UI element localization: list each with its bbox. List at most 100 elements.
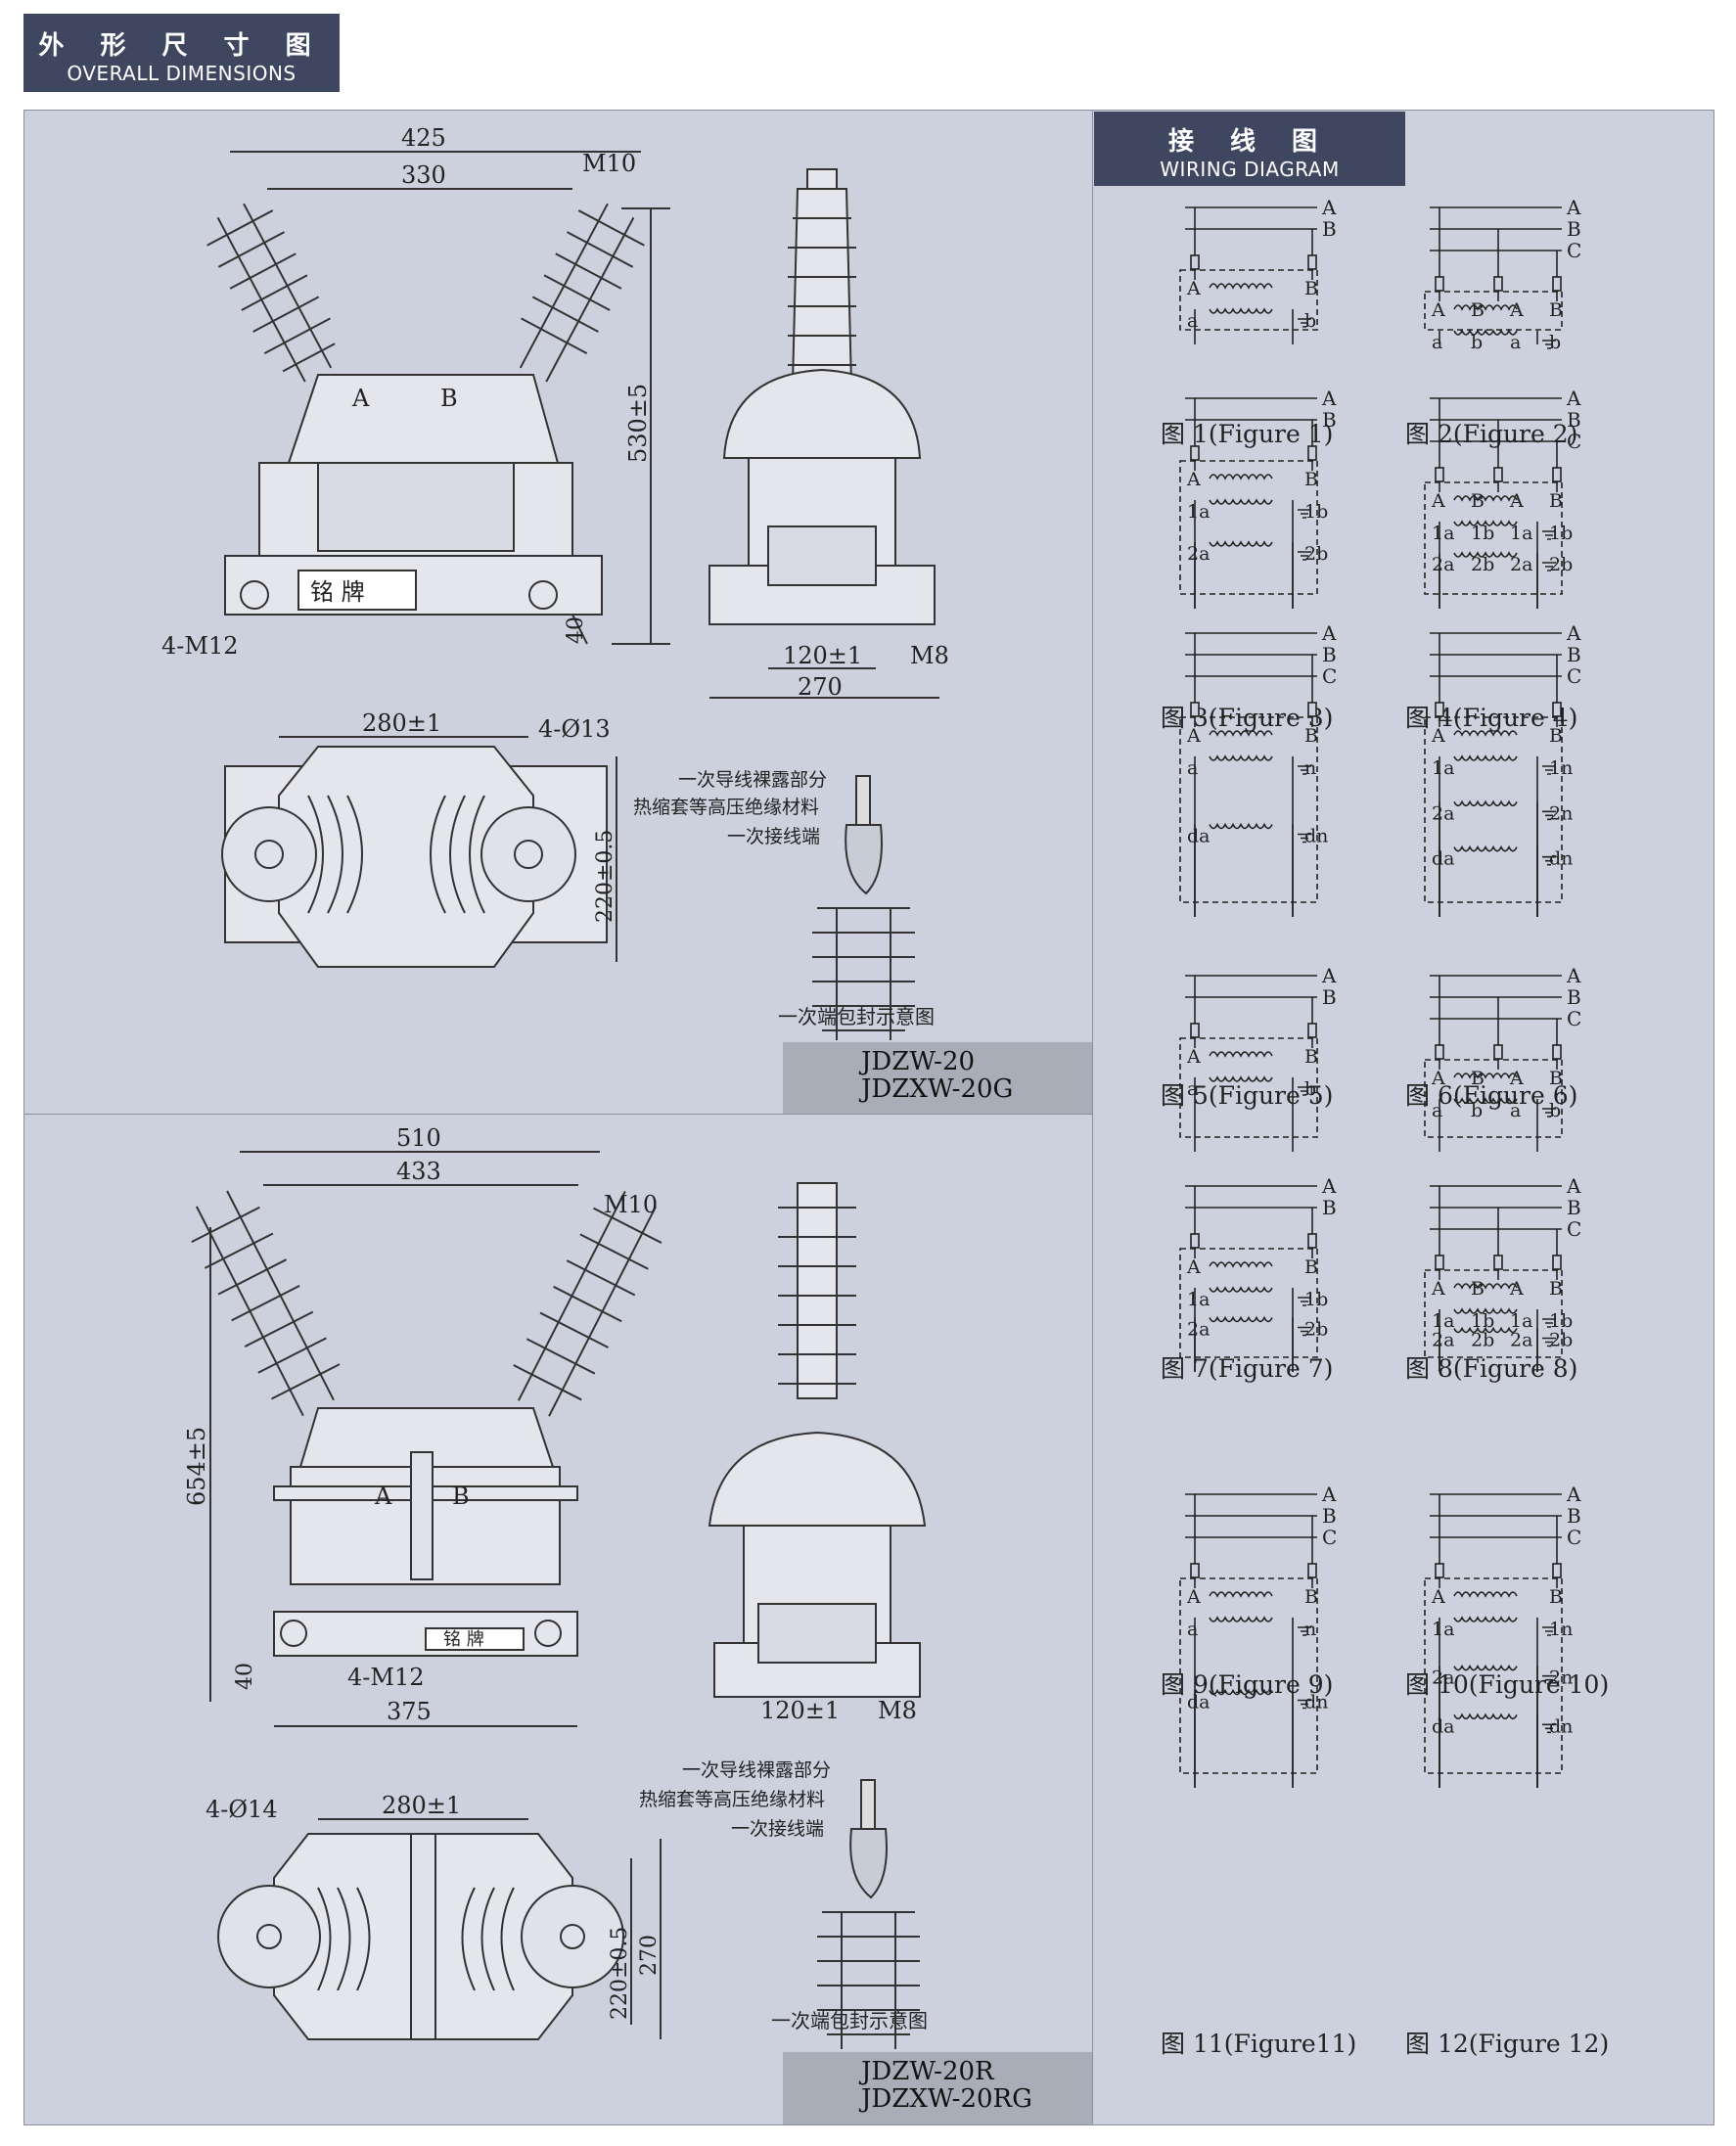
- unit1-drawing: 425 330 M10 530±5 A B 铭 牌 4-M12 40 120±1…: [161, 124, 949, 1040]
- u1-model-2: JDZXW-20G: [861, 1074, 1014, 1104]
- secondary-terminal-label: 1n: [1549, 757, 1573, 779]
- secondary-terminal-label: 2b: [1549, 554, 1573, 575]
- u1-seal-caption: 一次端包封示意图: [778, 1005, 935, 1028]
- primary-coil: [1209, 283, 1273, 290]
- u1-nameplate: 铭 牌: [310, 578, 365, 606]
- secondary-coil: [1453, 1664, 1518, 1671]
- primary-coil: [1453, 1283, 1518, 1290]
- u2-dim-overall: 510: [396, 1124, 441, 1152]
- secondary-coil: [1209, 754, 1273, 761]
- primary-terminal-label: A: [1509, 299, 1524, 321]
- secondary-terminal-label: 1b: [1304, 501, 1328, 523]
- u2-top-270: 270: [637, 1935, 662, 1976]
- secondary-terminal-label: a: [1187, 1619, 1198, 1640]
- secondary-terminal-label: a: [1432, 332, 1442, 353]
- u1-mount: 4-M12: [161, 632, 239, 660]
- primary-coil: [1209, 1591, 1273, 1598]
- secondary-coil: [1453, 1307, 1518, 1314]
- u2-base-h: 40: [233, 1663, 257, 1690]
- primary-terminal-label: B: [1471, 1278, 1485, 1300]
- secondary-coil: [1453, 799, 1518, 807]
- primary-terminal-label: A: [1509, 1278, 1524, 1300]
- line-label-A: A: [1321, 196, 1337, 219]
- secondary-terminal-label: 2a: [1432, 554, 1454, 575]
- secondary-terminal-label: b: [1471, 332, 1483, 353]
- secondary-terminal-label: 2b: [1471, 554, 1494, 575]
- secondary-terminal-label: 1b: [1471, 523, 1494, 544]
- ground-symbol: [1298, 1699, 1311, 1710]
- line-label-B: B: [1322, 408, 1337, 432]
- figure-10: [1424, 1185, 1563, 1372]
- primary-terminal-label: A: [1431, 490, 1445, 512]
- figure-caption: 图 7(Figure 7): [1161, 1354, 1333, 1383]
- secondary-terminal-label: 2a: [1510, 554, 1532, 575]
- secondary-terminal-label: 1b: [1549, 523, 1573, 544]
- secondary-terminal-label: a: [1187, 310, 1198, 332]
- figure-5: [1179, 632, 1318, 917]
- u2-side-120: 120±1: [760, 1697, 840, 1724]
- figure-8: [1424, 975, 1563, 1152]
- secondary-terminal-label: a: [1432, 1100, 1442, 1121]
- line-label-A: A: [1321, 621, 1337, 645]
- fuse: [1307, 445, 1317, 461]
- line-label-C: C: [1567, 664, 1581, 688]
- figure-9: [1179, 1185, 1318, 1372]
- line-label-C: C: [1567, 1007, 1581, 1030]
- secondary-terminal-label: 2b: [1471, 1330, 1494, 1351]
- primary-terminal-label: A: [1431, 1068, 1445, 1089]
- secondary-terminal-label: 1a: [1432, 1619, 1454, 1640]
- figure-1: [1179, 206, 1318, 344]
- primary-terminal-label: B: [1471, 299, 1485, 321]
- u1-top-holes: 4-Ø13: [538, 715, 611, 743]
- primary-terminal-label: B: [1549, 1586, 1563, 1608]
- u2-bolt-label: M10: [604, 1191, 658, 1218]
- fuse: [1493, 1044, 1503, 1060]
- line-label-A: A: [1566, 1174, 1581, 1198]
- ground-symbol: [1298, 551, 1311, 561]
- header-en-title: OVERALL DIMENSIONS: [67, 62, 297, 85]
- primary-terminal-label: A: [1431, 299, 1445, 321]
- secondary-terminal-label: n: [1304, 757, 1316, 779]
- primary-terminal-label: A: [1186, 469, 1201, 490]
- unit2-drawing: 510 433 M10 654±5 A B 铭 牌 4-M12 40 375 1…: [183, 1124, 928, 2049]
- u2-top-holes: 4-Ø14: [206, 1796, 278, 1823]
- secondary-terminal-label: b: [1549, 1100, 1561, 1121]
- figure-caption: 图 3(Figure 3): [1161, 704, 1333, 732]
- transformer-box: [1424, 1269, 1563, 1358]
- secondary-terminal-label: 2a: [1187, 1319, 1210, 1341]
- line-label-B: B: [1567, 643, 1581, 666]
- fuse: [1190, 1023, 1200, 1038]
- header-cn-title: 外 形 尺 寸 图: [38, 31, 325, 61]
- primary-terminal-label: A: [1509, 490, 1524, 512]
- wiring-header-en: WIRING DIAGRAM: [1160, 158, 1340, 181]
- fuse: [1307, 1233, 1317, 1249]
- secondary-coil: [1209, 307, 1273, 314]
- u2-seal-caption: 一次端包封示意图: [771, 2009, 928, 2032]
- u1-side-270: 270: [798, 673, 843, 701]
- primary-coil: [1209, 730, 1273, 737]
- transformer-box: [1179, 1037, 1318, 1138]
- ground-symbol: [1298, 1086, 1311, 1096]
- secondary-terminal-label: 2b: [1304, 543, 1328, 565]
- figure-11: [1179, 1493, 1318, 1788]
- fuse: [1552, 1563, 1562, 1578]
- ground-symbol: [1542, 1674, 1556, 1685]
- u2-model-2: JDZXW-20RG: [861, 2084, 1032, 2114]
- fuse: [1307, 254, 1317, 270]
- ground-symbol: [1298, 833, 1311, 844]
- u2-model-1: JDZW-20R: [861, 2057, 994, 2086]
- primary-terminal-label: B: [1304, 1046, 1318, 1068]
- secondary-terminal-label: 1b: [1471, 1310, 1494, 1332]
- secondary-terminal-label: 1a: [1510, 523, 1532, 544]
- ground-symbol: [1298, 509, 1311, 519]
- secondary-coil: [1453, 1616, 1518, 1622]
- primary-terminal-label: B: [1304, 469, 1318, 490]
- u1-seal-l2: 热缩套等高压绝缘材料: [633, 797, 819, 818]
- transformer-box: [1179, 716, 1318, 903]
- line-label-B: B: [1567, 408, 1581, 432]
- line-label-B: B: [1567, 985, 1581, 1009]
- line-label-A: A: [1566, 387, 1581, 410]
- u1-model-1: JDZW-20: [861, 1047, 976, 1076]
- secondary-terminal-label: a: [1187, 757, 1198, 779]
- u2-top-280: 280±1: [382, 1792, 461, 1819]
